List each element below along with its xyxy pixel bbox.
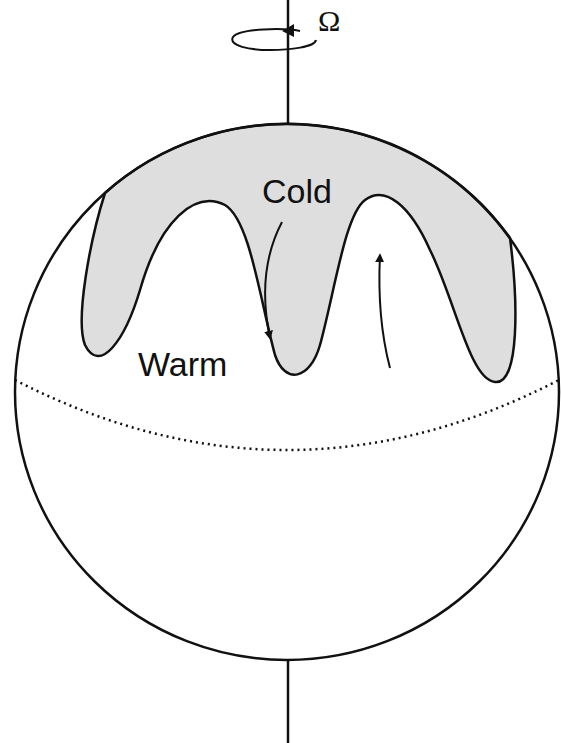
rotation-loop <box>232 29 316 50</box>
cold-label: Cold <box>262 174 332 208</box>
rotation-rate-symbol: Ω <box>318 6 340 36</box>
warm-flow-arrow <box>379 255 390 368</box>
sphere-outline <box>15 124 559 660</box>
rotation-axis <box>287 0 290 125</box>
rotation-axis <box>287 660 290 743</box>
equator <box>15 380 559 450</box>
cold-flow-arrow <box>265 222 282 338</box>
warm-label: Warm <box>138 347 227 381</box>
rotation-arrowhead <box>282 24 294 37</box>
